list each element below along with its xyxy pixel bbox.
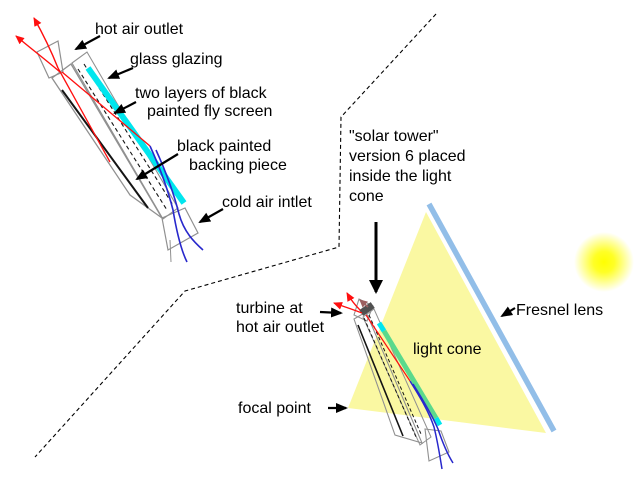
cold-air-inlet-label-arrow: [198, 208, 224, 223]
label-solar-tower-line3: inside the light: [349, 168, 452, 185]
solar-tower-small: [333, 292, 454, 470]
hot-air-arrow-small-2: [333, 302, 363, 314]
sun-icon: [574, 232, 634, 292]
label-fresnel-lens: Fresnel lens: [516, 302, 604, 319]
hot-air-diagonal-line: [61, 71, 151, 147]
hot-air-arrow-small-1: [346, 292, 361, 311]
backing-piece-line: [61, 89, 149, 209]
hot-air-flow-arrow-2: [15, 35, 61, 73]
label-glass-glazing: glass glazing: [130, 51, 223, 68]
hot-air-flow-arrow-1: [33, 17, 59, 69]
glazing-small-bottom-tip: [433, 416, 443, 427]
label-hot-air-outlet: hot air outlet: [95, 21, 184, 38]
glazing-frame: [71, 51, 179, 220]
label-turbine-line2: hot air outlet: [236, 319, 325, 336]
label-solar-tower-line2: version 6 placed: [349, 148, 466, 165]
label-backing-line1: black painted: [177, 138, 272, 155]
label-fly-screen-line2: painted fly screen: [147, 103, 273, 120]
hot-air-outlet-label-arrow: [74, 35, 101, 50]
cold-air-flow-line-2: [155, 149, 204, 251]
fresnel-lens-label-arrow: [500, 306, 516, 318]
glazing-small-in-cone: [381, 329, 439, 420]
backing-piece-label-arrow: [135, 153, 179, 181]
backing-piece-line-small: [357, 324, 404, 437]
glass-glazing-label-arrow: [107, 66, 134, 80]
funnel-extension-line: [169, 239, 172, 263]
hot-air-arrow-small-muted: [359, 299, 369, 308]
cold-air-flow-line-1: [149, 145, 188, 263]
label-cold-air-inlet: cold air intlet: [222, 194, 312, 211]
fly-screen-label-arrow: [113, 101, 137, 114]
hot-air-inner-line: [57, 67, 111, 163]
label-focal-point: focal point: [238, 400, 311, 417]
label-turbine-line1: turbine at: [236, 300, 303, 317]
zoom-boundary-dashed-line: [34, 13, 437, 458]
turbine-label-arrow: [319, 307, 343, 318]
label-light-cone: light cone: [413, 341, 482, 358]
collector-detail: [15, 17, 204, 263]
label-solar-tower-line4: cone: [349, 188, 384, 205]
fresnel-lens-line: [426, 202, 557, 433]
fly-screen-dashed-small-1: [363, 317, 417, 438]
label-solar-tower-line1: "solar tower": [349, 128, 439, 145]
label-backing-line2: backing piece: [189, 157, 287, 174]
cold-air-inlet-funnel: [161, 207, 199, 251]
cold-air-line-small-1: [409, 380, 443, 470]
label-fly-screen-line1: two layers of black: [135, 85, 267, 102]
hot-air-inner-line-small: [365, 314, 411, 382]
cold-air-inlet-funnel-small: [424, 428, 450, 462]
glazing-small-top-tip: [376, 321, 387, 333]
fly-screen-dashed-small-2: [368, 314, 422, 435]
light-cone-triangle: [348, 212, 546, 433]
turbine-block: [359, 302, 375, 316]
cold-air-line-small-2: [412, 383, 454, 464]
